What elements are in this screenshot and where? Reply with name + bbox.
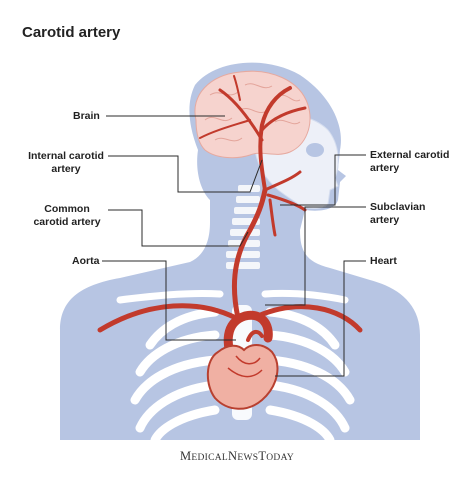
label-subclavian-artery: Subclavian artery	[370, 201, 452, 227]
brand-part: N	[228, 449, 238, 463]
page-title: Carotid artery	[22, 24, 121, 41]
left-clavicle	[116, 289, 224, 304]
label-common-carotid-artery: Common carotid artery	[28, 203, 106, 229]
label-line: Subclavian	[370, 201, 426, 213]
spine	[226, 185, 260, 269]
arteries	[97, 75, 363, 367]
label-line: carotid artery	[33, 216, 101, 228]
brand-part: M	[179, 449, 192, 463]
label-line: artery	[51, 163, 81, 175]
label-line: artery	[370, 162, 400, 174]
label-line: Internal carotid	[28, 150, 104, 162]
label-aorta: Aorta	[72, 255, 100, 267]
heart-vessels	[227, 355, 263, 378]
common-carotid-artery	[231, 187, 268, 321]
external-carotid-artery	[263, 170, 302, 192]
right-clavicle	[261, 289, 349, 304]
right-subclavian-artery	[255, 304, 363, 333]
leader-aorta	[102, 260, 236, 341]
brand-part: EWS	[237, 453, 259, 463]
leader-lines	[102, 115, 366, 377]
eye-socket	[306, 143, 324, 157]
leader-external-carotid	[280, 154, 366, 206]
internal-carotid-artery	[258, 86, 292, 192]
brand-logo: MEDICALNEWSTODAY	[0, 449, 474, 464]
label-external-carotid-artery: External carotid artery	[370, 149, 452, 175]
left-subclavian-artery	[97, 303, 239, 333]
label-line: Common	[44, 203, 90, 215]
leader-common-carotid	[108, 209, 249, 247]
label-heart: Heart	[370, 255, 397, 267]
label-brain: Brain	[73, 110, 100, 122]
label-line: External carotid	[370, 149, 450, 161]
brand-part: ODAY	[266, 453, 295, 463]
ribcage	[130, 307, 355, 445]
label-internal-carotid-artery: Internal carotid artery	[22, 150, 110, 176]
label-line: artery	[370, 214, 400, 226]
leader-internal-carotid	[108, 155, 263, 193]
leader-subclavian	[265, 206, 366, 306]
brand-part: T	[258, 449, 267, 463]
leader-heart	[275, 260, 366, 377]
brand-part: EDICAL	[191, 453, 229, 463]
